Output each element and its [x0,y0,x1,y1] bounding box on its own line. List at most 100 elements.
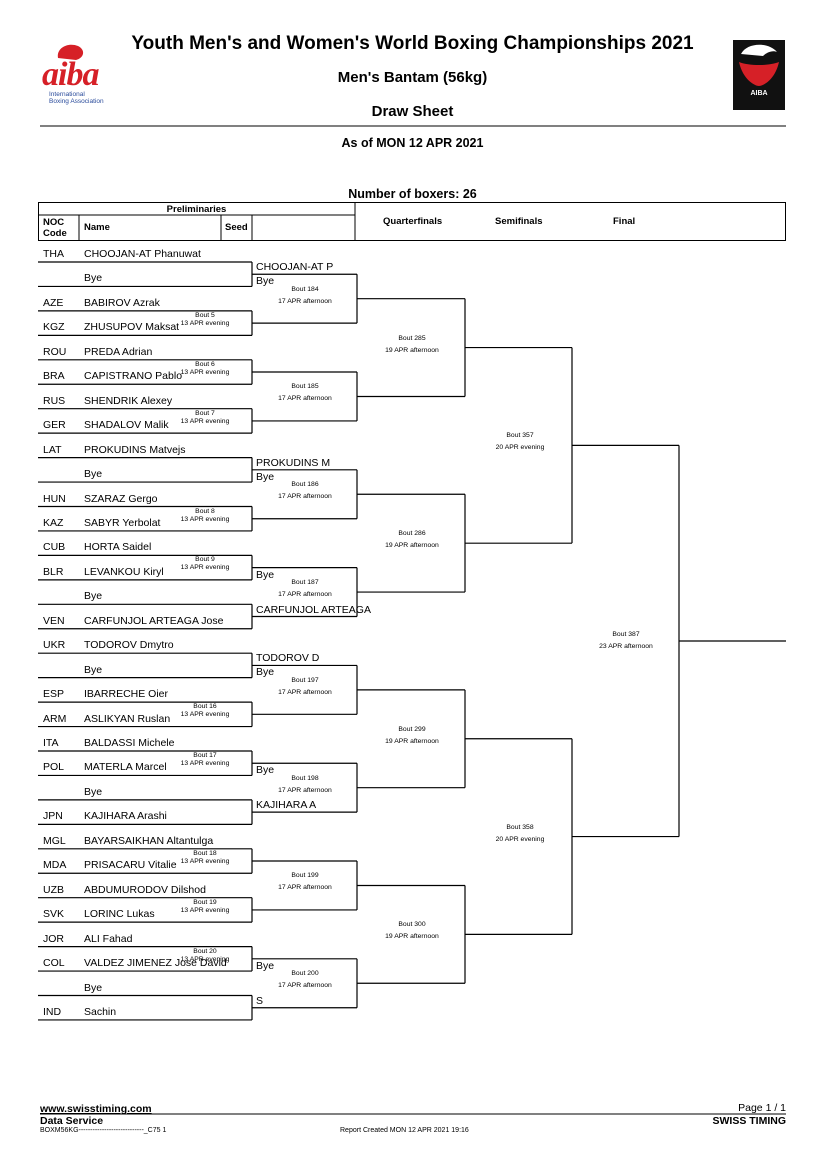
bout-time: 13 APR evening [180,906,230,914]
r16-bottom-name: S [256,994,264,1007]
bout-number: Bout 197 [291,676,319,684]
boxer-name: IBARRECHE Oier [84,688,169,701]
bout-time: 17 APR afternoon [278,982,332,990]
footer-code: BOXM56KG----------------------------_C75… [40,1127,167,1134]
header-final: Final [613,216,636,227]
bout-time: 13 APR evening [180,515,230,523]
bout-time: 13 APR evening [180,564,230,572]
noc-code: RUS [43,394,66,407]
bout-number: Bout 300 [398,921,426,929]
noc-code: KGZ [43,321,65,334]
boxing-glove-icon [57,44,84,60]
boxer-name: MATERLA Marcel [84,761,167,774]
bout-number: Bout 16 [193,703,217,711]
bout-time: 20 APR evening [495,835,545,843]
noc-code: GER [43,419,66,432]
bout-number: Bout 198 [291,774,319,782]
footer-website[interactable]: www.swisstiming.com [40,1103,152,1115]
bout-time: 17 APR afternoon [278,786,332,794]
bout-number: Bout 20 [193,947,217,955]
bout-number: Bout 299 [398,725,426,733]
bout-number: Bout 9 [195,556,215,564]
bout-number: Bout 187 [291,579,319,587]
noc-code: POL [43,761,65,774]
boxer-name: SABYR Yerbolat [84,516,161,529]
noc-code: KAZ [43,516,64,529]
boxer-name: CARFUNJOL ARTEAGA Jose [84,614,224,627]
boxer-name: SHADALOV Malik [84,419,169,432]
r16-bottom-name: CARFUNJOL ARTEAGA [256,603,371,616]
bout-time: 13 APR evening [180,857,230,865]
bout-time: 19 APR afternoon [385,542,439,550]
bout-number: Bout 18 [193,849,217,857]
boxer-name: Bye [84,663,103,676]
boxer-name: TODOROV Dmytro [84,639,174,652]
noc-code: ITA [43,737,59,749]
header-name: Name [84,222,110,233]
noc-code: UKR [43,639,66,652]
r16-bottom-name: Bye [256,470,275,483]
as-of-date: As of MON 12 APR 2021 [341,136,484,150]
noc-code: BLR [43,565,64,578]
r16-bottom-name: Bye [256,275,275,288]
boxer-name: BAYARSAIKHAN Altantulga [84,834,214,847]
header-noc: NOC [43,217,65,228]
bout-number: Bout 387 [612,630,640,638]
r16-bottom-name: Bye [256,764,275,777]
noc-code: COL [43,957,65,970]
noc-code: ARM [43,712,67,725]
logo-sub-2: Boxing Association [49,98,104,105]
boxer-name: KAJIHARA Arashi [84,810,167,823]
bout-number: Bout 358 [506,823,534,831]
boxer-name: Sachin [84,1005,117,1018]
bout-number: Bout 285 [398,334,426,342]
boxer-name: VALDEZ JIMENEZ Jose David [84,957,227,970]
noc-code: JPN [43,810,63,823]
noc-code: ROU [43,345,67,358]
boxer-name: SHENDRIK Alexey [84,394,173,407]
boxer-name: PROKUDINS Matvejs [84,443,186,456]
bout-number: Bout 19 [193,898,217,906]
boxer-name: HORTA Saidel [84,541,152,554]
header-seed: Seed [225,222,248,233]
bout-time: 13 APR evening [180,711,230,719]
bout-time: 17 APR afternoon [278,688,332,696]
noc-code: JOR [43,932,64,945]
bout-number: Bout 286 [398,530,426,538]
emblem-text: AIBA [750,90,768,97]
noc-code: AZE [43,296,64,309]
logo-aiba-emblem: AIBA [733,40,785,110]
bout-time: 17 APR afternoon [278,297,332,305]
r16-bottom-name: Bye [256,959,275,972]
eagle-icon [739,44,779,86]
noc-code: VEN [43,614,65,627]
r16-top-name: PROKUDINS M [256,456,331,469]
boxer-name: Bye [84,590,103,603]
bout-time: 17 APR afternoon [278,493,332,501]
bout-time: 13 APR evening [180,368,230,376]
noc-code: BRA [43,370,65,383]
bout-time: 13 APR evening [180,319,230,327]
footer-data-service: Data Service [40,1115,104,1127]
bout-time: 19 APR afternoon [385,933,439,941]
bout-time: 23 APR afternoon [599,642,653,650]
bout-time: 17 APR afternoon [278,591,332,599]
bout-number: Bout 7 [195,409,215,417]
bout-number: Bout 357 [506,432,534,440]
noc-code: THA [43,248,64,260]
boxer-name: ZHUSUPOV Maksat [84,321,180,334]
noc-code: IND [43,1005,62,1018]
boxer-name: LEVANKOU Kiryl [84,565,164,578]
noc-code: CUB [43,541,66,554]
boxer-name: BABIROV Azrak [84,296,160,309]
footer-brand: SWISS TIMING [712,1115,787,1127]
bout-time: 13 APR evening [180,417,230,425]
bout-time: 17 APR afternoon [278,884,332,892]
r16-bottom-name: Bye [256,568,275,581]
bout-number: Bout 199 [291,872,319,880]
noc-code: MDA [43,859,67,872]
doc-type: Draw Sheet [371,103,454,120]
header-code: Code [43,228,67,239]
boxer-name: PREDA Adrian [84,345,153,358]
